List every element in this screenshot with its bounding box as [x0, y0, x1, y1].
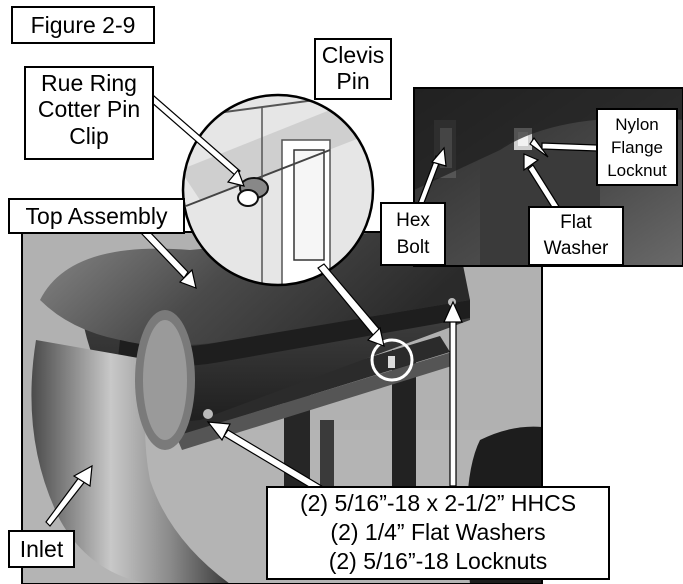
- label-inlet: Inlet: [8, 530, 75, 568]
- leader-arrows: [45, 95, 598, 527]
- label-clevis-pin: Clevis Pin: [314, 38, 392, 100]
- label-line: Cotter Pin: [37, 96, 141, 123]
- label-line: Flat: [560, 212, 592, 233]
- label-line: Clip: [69, 122, 109, 149]
- label-nylon-flange-locknut: Nylon Flange Locknut: [596, 108, 678, 186]
- label-line: Clevis: [321, 42, 385, 68]
- label-hardware-list: (2) 5/16”-18 x 2-1/2” HHCS (2) 1/4” Flat…: [266, 486, 610, 580]
- label-rue-ring-cotter-pin-clip: Rue Ring Cotter Pin Clip: [24, 66, 154, 160]
- label-line: Locknut: [607, 161, 667, 180]
- figure-title: Figure 2-9: [11, 6, 155, 44]
- label-hex-bolt: Hex Bolt: [380, 202, 446, 266]
- label-line: Bolt: [396, 237, 430, 258]
- label-line: Rue Ring: [41, 70, 137, 96]
- label-top-assembly: Top Assembly: [8, 198, 185, 234]
- label-line: (2) 5/16”-18 Locknuts: [328, 548, 548, 574]
- label-line: (2) 5/16”-18 x 2-1/2” HHCS: [299, 490, 577, 516]
- label-line: Washer: [543, 238, 609, 259]
- label-line: Nylon: [615, 115, 659, 134]
- label-flat-washer: Flat Washer: [528, 206, 624, 266]
- inlet-pipe: [31, 340, 230, 584]
- label-line: Pin: [336, 68, 370, 95]
- label-line: (2) 1/4” Flat Washers: [330, 519, 546, 545]
- label-line: Flange: [611, 138, 663, 157]
- label-line: Hex: [396, 210, 430, 231]
